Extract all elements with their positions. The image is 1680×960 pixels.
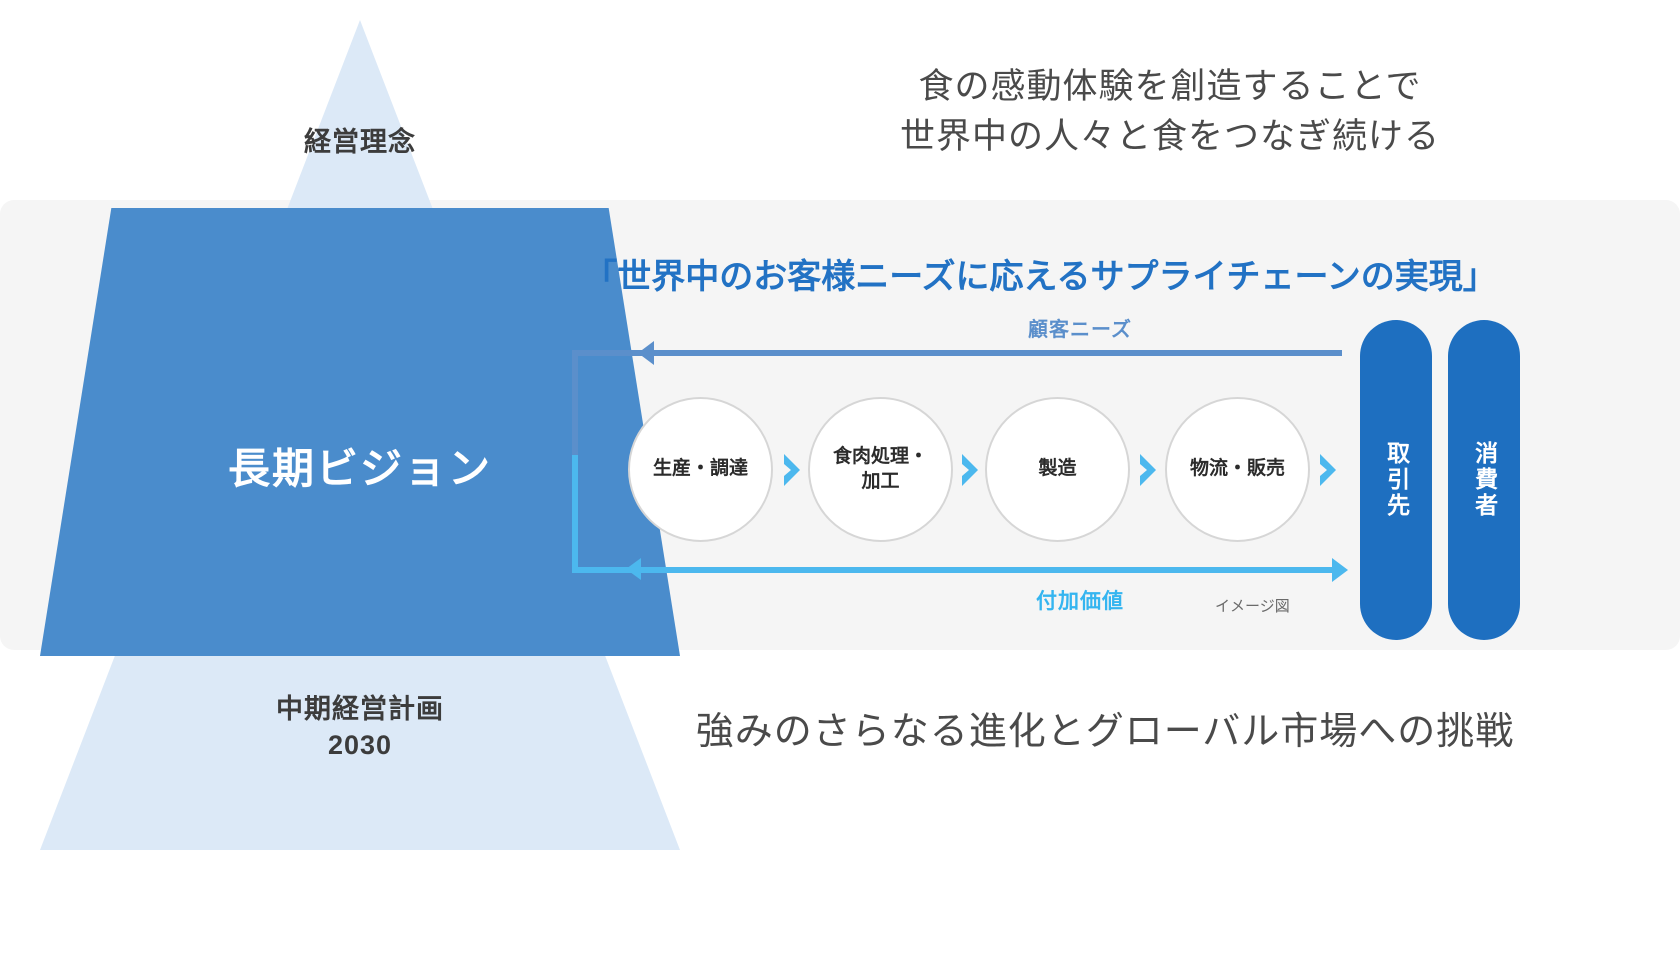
flow-step-production: 生産・調達 <box>628 397 773 542</box>
flow-step-manufacturing-line1: 製造 <box>1038 458 1077 480</box>
endpoint-consumers-label: 消費者 <box>1471 441 1498 519</box>
flow-step-manufacturing: 製造 <box>985 397 1130 542</box>
value-arrow-head-icon <box>1332 558 1348 582</box>
endpoint-business-partners: 取引先 <box>1360 320 1432 640</box>
needs-arrow-line <box>572 350 1342 356</box>
image-note-label: イメージ図 <box>1215 598 1290 615</box>
flow-step-logistics-sales-line1: 物流・販売 <box>1189 458 1285 480</box>
value-arrow-label: 付加価値 <box>1036 590 1124 613</box>
flow-step-meat-processing: 食肉処理・ 加工 <box>808 397 953 542</box>
flow-step-logistics-sales: 物流・販売 <box>1165 397 1310 542</box>
mission-statement-line2: 世界中の人々と食をつなぎ続ける <box>899 116 1440 156</box>
pyramid-plan-label-line1: 中期経営計画 <box>276 694 444 724</box>
chevron-right-icon <box>1318 452 1340 488</box>
needs-arrow-head-icon <box>638 341 654 365</box>
chevron-right-icon <box>782 452 804 488</box>
value-arrow-line <box>572 567 1340 573</box>
chevron-right-icon <box>1138 452 1160 488</box>
pyramid-vision-label: 長期ビジョン <box>227 445 492 492</box>
mission-statement-line1: 食の感動体験を創造することで <box>918 67 1422 106</box>
endpoint-business-partners-label: 取引先 <box>1383 441 1410 519</box>
needs-arrow-label: 顧客ニーズ <box>1028 319 1132 341</box>
supply-chain-flow: 顧客ニーズ 付加価値 生産・調達 食肉処理・ 加工 製造 物流・販売 <box>570 305 1580 650</box>
pyramid-plan-label-line2: 2030 <box>327 729 393 760</box>
flow-step-meat-processing-line1: 食肉処理・ <box>832 445 928 467</box>
pyramid-plan-label: 中期経営計画 2030 <box>40 692 680 763</box>
flow-step-meat-processing-line2: 加工 <box>861 470 900 492</box>
value-arrow-left-elbow <box>572 455 578 573</box>
mission-statement: 食の感動体験を創造することで 世界中の人々と食をつなぎ続ける <box>700 62 1640 161</box>
vision-band-title: 「世界中のお客様ニーズに応えるサプライチェーンの実現」 <box>583 258 1497 296</box>
chevron-right-icon <box>960 452 982 488</box>
endpoint-consumers: 消費者 <box>1448 320 1520 640</box>
pyramid-philosophy-label: 経営理念 <box>304 127 416 157</box>
value-arrow-inner-head-icon <box>626 558 641 580</box>
strategy-statement: 強みのさらなる進化とグローバル市場への挑戦 <box>695 711 1515 753</box>
flow-step-production-line1: 生産・調達 <box>652 458 748 480</box>
